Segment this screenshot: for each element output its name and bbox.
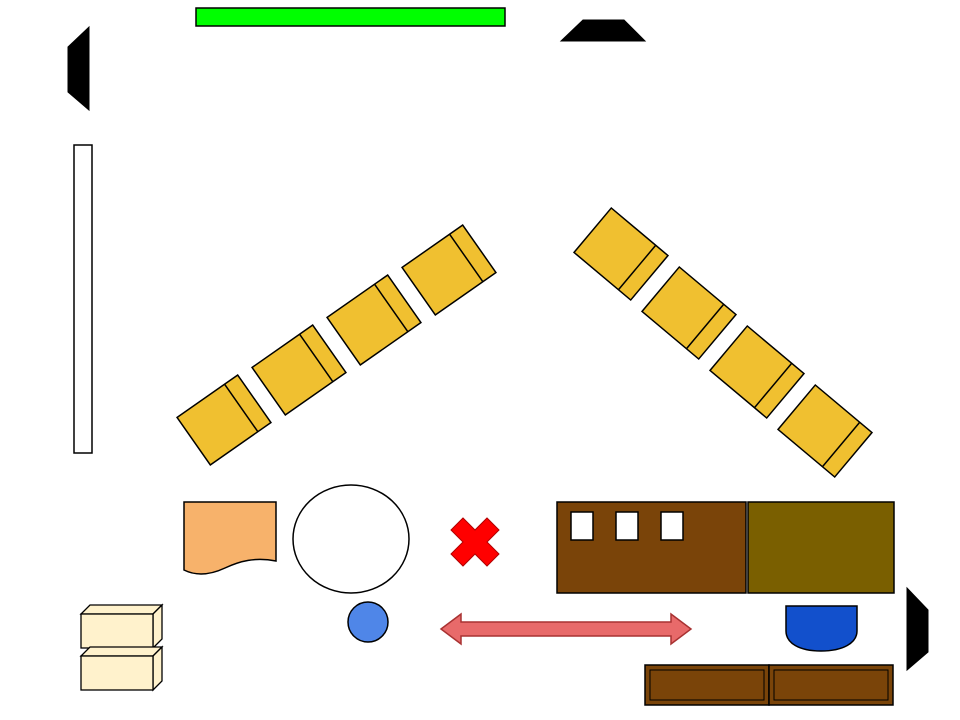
speaker-top-icon <box>559 19 647 42</box>
bench <box>644 664 894 706</box>
chair-back-line <box>617 244 657 291</box>
chair-seat <box>176 373 272 467</box>
chair-seat <box>401 223 497 317</box>
chair-back-line <box>753 362 793 409</box>
chair-back-line <box>298 333 334 383</box>
chair-seat <box>640 265 738 361</box>
bench-segment <box>644 664 770 706</box>
chair <box>326 273 422 367</box>
bench-segment <box>768 664 894 706</box>
chair-seat <box>776 383 874 479</box>
counter <box>747 501 895 594</box>
x-mark-icon <box>450 517 500 567</box>
cabinet-window <box>615 511 639 541</box>
chair-seat <box>572 206 670 302</box>
box-front <box>80 613 154 649</box>
double-arrow <box>439 612 693 646</box>
box-top <box>79 646 164 657</box>
box <box>79 645 164 692</box>
speaker-right-icon <box>906 586 929 672</box>
chair-seat <box>326 273 422 367</box>
bench-segment-inner <box>649 669 765 701</box>
small-circle <box>347 601 389 643</box>
chair-back-line <box>685 303 725 350</box>
stacked-boxes <box>79 603 164 692</box>
chair-seat <box>708 324 806 420</box>
round-table <box>292 484 410 594</box>
chair-row-right <box>572 206 874 479</box>
cabinet-windows <box>570 511 684 541</box>
bench-segment-inner <box>773 669 889 701</box>
chair <box>176 373 272 467</box>
bin <box>785 605 858 652</box>
cabinet-window <box>570 511 594 541</box>
box-front <box>80 655 154 691</box>
chair-seat <box>251 323 347 417</box>
chair <box>251 323 347 417</box>
chair <box>776 383 874 479</box>
chair-back-line <box>821 421 861 468</box>
chair-row-left <box>176 223 497 467</box>
chair-back-line <box>448 233 484 283</box>
chair-back-line <box>223 383 259 433</box>
wall-panel <box>73 144 93 454</box>
chair <box>708 324 806 420</box>
whiteboard-bar <box>195 7 506 27</box>
box <box>79 603 164 650</box>
box-top <box>79 604 164 615</box>
chair <box>640 265 738 361</box>
chair-back-line <box>373 283 409 333</box>
chair <box>572 206 670 302</box>
chair <box>401 223 497 317</box>
speaker-left-icon <box>67 25 90 112</box>
cabinet-window <box>660 511 684 541</box>
document-shape <box>183 501 277 575</box>
